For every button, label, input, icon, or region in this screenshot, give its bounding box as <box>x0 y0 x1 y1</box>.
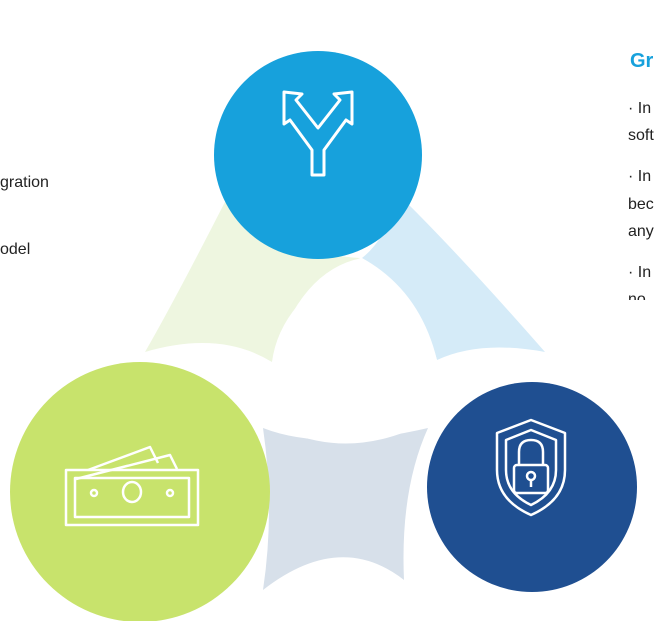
panel-text-line: · In <box>628 168 652 185</box>
left-text-block: gration odel <box>0 0 120 300</box>
split-arrows-icon <box>282 90 354 177</box>
panel-text-line: bec <box>628 196 654 213</box>
wedge-left <box>145 196 360 362</box>
shield-lock-icon <box>495 418 567 517</box>
wedge-bottom <box>263 428 428 590</box>
left-text-line: gration <box>0 174 49 191</box>
wedge-right <box>362 196 545 360</box>
panel-text-line: · In <box>628 100 652 117</box>
panel-title: Gr <box>630 50 654 72</box>
money-bills-icon <box>64 445 200 527</box>
panel-text-line: soft <box>628 127 654 144</box>
left-text-line: odel <box>0 241 31 258</box>
center-hole <box>267 258 440 444</box>
top-circle <box>214 51 422 259</box>
panel-text-line: no <box>628 291 646 300</box>
right-text-panel: Gr · In soft · In bec any · In no <box>628 0 669 300</box>
panel-text-line: · In <box>628 264 652 281</box>
panel-text-line: any <box>628 223 654 240</box>
